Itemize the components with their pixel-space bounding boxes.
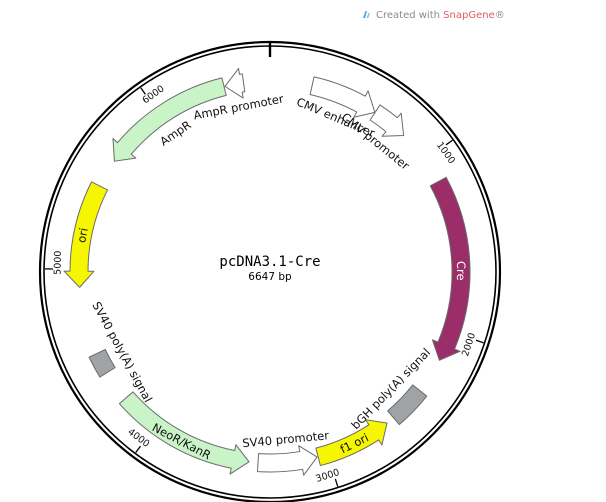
- feature-cmv-promoter: [369, 104, 405, 137]
- snapgene-credit: Created with SnapGene®: [362, 10, 505, 21]
- tick-mark: [135, 445, 142, 453]
- tick-label: 1000: [434, 140, 457, 166]
- tick-label: 2000: [460, 331, 478, 357]
- label-ori: ori: [74, 227, 91, 244]
- tick-mark: [445, 139, 453, 146]
- plasmid-name: pcDNA3.1-Cre: [219, 254, 320, 270]
- tick-mark: [475, 339, 484, 344]
- credit-mark: ®: [494, 10, 505, 21]
- credit-brand: SnapGene: [443, 10, 495, 21]
- feature-sv40-polya-signal: [88, 348, 116, 378]
- feature-ori: [63, 181, 109, 288]
- plasmid-size: 6647 bp: [248, 271, 292, 283]
- credit-prefix: Created with: [376, 10, 444, 21]
- feature-ampr: [112, 77, 227, 162]
- feature-cre: [429, 176, 471, 361]
- tick-mark: [334, 478, 339, 487]
- tick-mark: [140, 87, 146, 95]
- plasmid-center-label: pcDNA3.1-Cre 6647 bp: [219, 254, 320, 283]
- feature-neor-kanr: [118, 391, 250, 475]
- label-bgh-polya-signal: bGH poly(A) signal: [348, 345, 433, 432]
- plasmid-features: [63, 67, 471, 476]
- feature-ampr-promoter: [224, 67, 246, 99]
- label-sv40-promoter: SV40 promoter: [242, 428, 330, 450]
- snapgene-logo-icon: [363, 11, 370, 18]
- label-cre: Cre: [454, 261, 468, 281]
- feature-sv40-promoter: [256, 445, 318, 476]
- tick-label: 5000: [53, 251, 64, 275]
- feature-bgh-polya-signal: [387, 384, 428, 426]
- feature-f1-ori: [315, 419, 388, 467]
- feature-cmv-enhancer: [309, 76, 376, 118]
- plasmid-backbone: [38, 40, 502, 502]
